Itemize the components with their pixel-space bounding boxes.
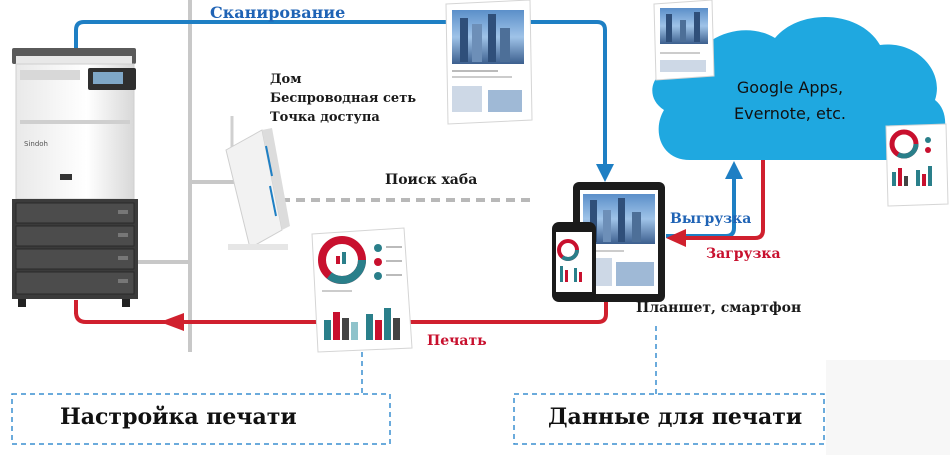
wifi-access-point-label: Дом Беспроводная сеть Точка доступа [270,70,416,127]
blank-corner-patch [826,360,950,455]
scanned-document-image [445,0,533,125]
svg-text:Sindoh: Sindoh [24,140,48,148]
download-arrow [666,158,765,247]
cloud-label-line-1: Google Apps, [736,78,844,97]
print-settings-box [11,352,391,445]
scan-label: Сканирование [210,3,346,22]
tablet-smartphone-image [552,182,665,302]
upload-label: Выгрузка [670,211,752,227]
cloud-infographic-image [885,123,949,207]
wifi-label-line-2: Беспроводная сеть [270,91,417,106]
print-settings-label: Настройка печати [60,404,297,430]
upload-arrow [666,161,743,238]
print-label: Печать [427,333,487,349]
print-flow-arrow [74,300,608,331]
wifi-label-line-1: Дом [270,72,302,87]
wifi-label-line-3: Точка доступа [270,110,380,125]
print-data-label: Данные для печати [548,404,803,430]
cloud-label-line-2: Evernote, etc. [734,104,846,123]
cloud-document-image [653,0,715,81]
wifi-router-image [225,116,290,250]
hub-search-arrow [246,191,530,209]
print-data-box [513,326,825,445]
printed-document-image [311,227,413,353]
download-label: Загрузка [706,246,781,262]
printer-mfp-image: Sindoh [12,48,138,307]
tablet-smartphone-label: Планшет, смартфон [636,300,802,316]
scan-flow-arrow [74,20,614,182]
network-divider [136,0,240,352]
cloud-shape [652,17,946,160]
hub-search-label: Поиск хаба [385,172,478,188]
cloud-services-label: Google Apps, Evernote, etc. [705,75,875,127]
